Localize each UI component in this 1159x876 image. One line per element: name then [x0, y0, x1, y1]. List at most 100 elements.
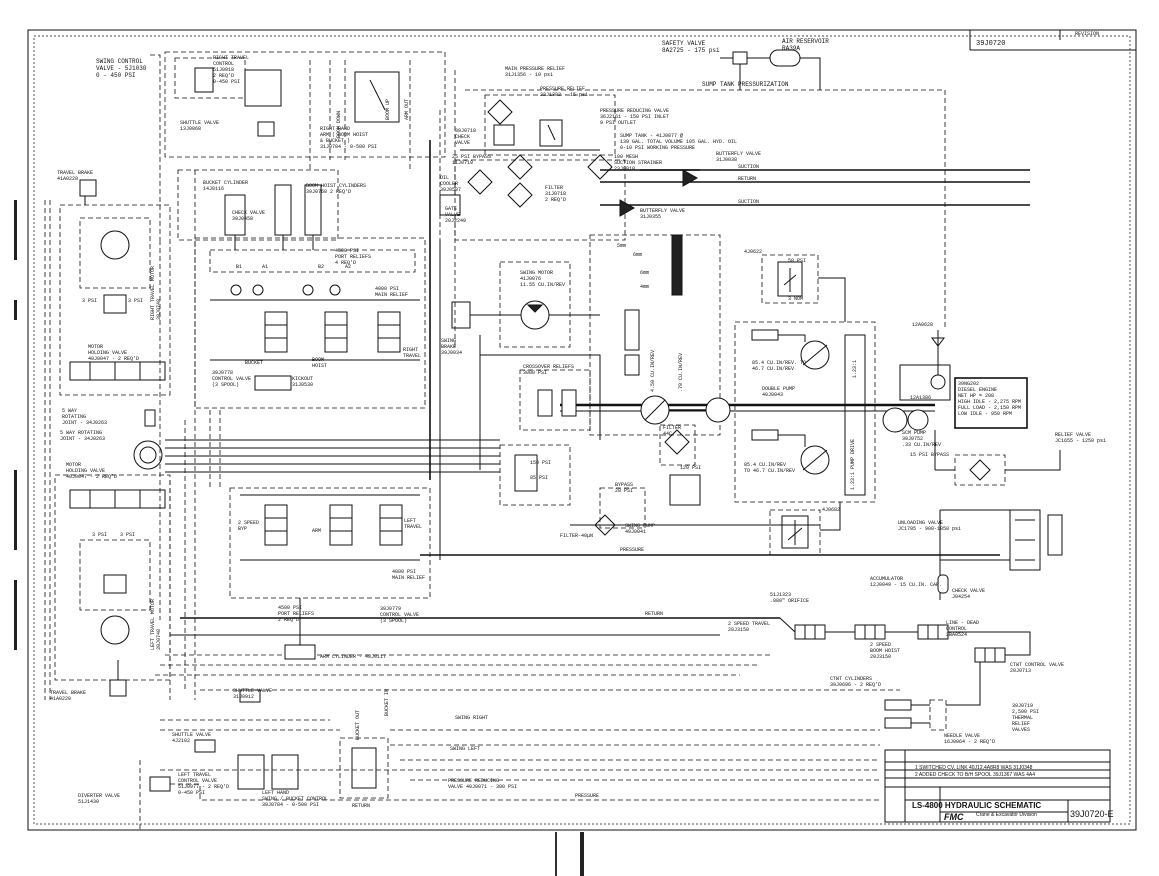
label-diesel-engine: 39NG202 DIESEL ENGINE NET HP = 208 HIGH …	[958, 381, 1022, 417]
label-psi-120: 120 PSI	[680, 465, 702, 471]
scan-edge-marks	[14, 200, 584, 876]
label-main-relief-top: 4000 PSI MAIN RELIEF	[375, 286, 409, 298]
label-valve-12a1386: 12A1386	[910, 395, 932, 401]
label-boom-down: BOOM DOWN	[336, 110, 342, 138]
label-double-pump: DOUBLE PUMP 40J0043	[762, 386, 796, 398]
label-arm: ARM	[312, 528, 322, 534]
shuttle-valve-bot-icon	[239, 689, 261, 703]
top-pilot-group	[150, 51, 446, 240]
label-psi-150: 150 PSI	[530, 460, 552, 466]
label-sump-tank: SUMP TANK - 41J0877 @ 139 GAL. TOTAL VOL…	[620, 133, 738, 151]
right-travel-spool-icon	[377, 311, 401, 353]
label-psi-3c: 3 PSI	[92, 532, 108, 538]
label-two-speed-boom: 2 SPEED BOOM HOIST 20J3150	[870, 642, 901, 660]
two-speed-spool-icon	[264, 504, 288, 546]
label-right-travel-spool: RIGHT TRAVEL	[403, 347, 422, 359]
label-pressure-2: PRESSURE	[575, 793, 600, 799]
label-swing-motor: SWING MOTOR 41J0076 11.55 CU.IN/REV	[520, 270, 566, 288]
diverter-valve-icon	[149, 776, 171, 792]
label-travel-brake-top: TRAVEL BRAKE 41A0220	[57, 170, 94, 182]
label-butterfly-valve-2: BUTTERFLY VALVE 31J0355	[640, 208, 686, 220]
label-rotating-joint: 5 WAY ROTATING JOINT - 34J0263	[60, 430, 106, 442]
label-pump-4-50: 4.50 CU.IN/REV	[650, 349, 656, 392]
label-arm-out: ARM OUT	[404, 98, 410, 120]
label-a2: A2	[345, 264, 352, 270]
label-filter-bot: FILTER-40μN	[560, 533, 594, 539]
revision-2: 2 ADDED CHECK TO B/H SPOOL 39J1367 WAS 4…	[915, 772, 1036, 778]
label-pressure-reducing-top: PRESSURE REDUCING VALVE 36J2161 - 150 PS…	[600, 108, 670, 126]
label-pressure-1: PRESSURE	[620, 547, 645, 553]
label-swing-left: SWING LEFT	[450, 746, 481, 752]
label-return-2: RETURN	[645, 611, 664, 617]
label-pressure-reducing-bot: PRESSURE REDUCING VALVE 40J0071 - 300 PS…	[448, 778, 518, 790]
label-mm-4: 4mm	[640, 284, 650, 290]
label-mm-6b: 6mm	[640, 270, 650, 276]
inner-frame	[33, 35, 1131, 825]
travel-brake-bot-icon	[109, 679, 127, 697]
label-filter-44c: FILTER 44C	[663, 425, 682, 437]
label-control-valve-bot: 39J0779 CONTROL VALVE (3 SPOOL)	[380, 606, 420, 624]
label-crossover-reliefs: CROSSOVER RELIEFS 3000 PSI	[523, 364, 575, 376]
label-pump-78: .78 CU.IN/REV	[678, 352, 684, 392]
label-left-hand-arm: LEFT HAND SWING / BUCKET CONTROL 39J0784…	[262, 790, 329, 808]
label-relief-valve-right: RELIEF VALVE JC1655 - 1250 psi	[1055, 432, 1107, 444]
label-gate-valve: GATE VALVE 20J2249	[445, 206, 467, 224]
label-bypass-28: BYPASS 28 PSI	[615, 482, 634, 494]
label-return-3: RETURN	[352, 803, 371, 809]
label-bypass-15: 15 PSI BYPASS	[910, 452, 950, 458]
air-system	[465, 49, 946, 330]
label-swing-brake: SWING BRAKE 39J0034	[441, 338, 463, 356]
right-travel-motor-icon	[100, 230, 130, 260]
label-psi-3b: 3 PSI	[128, 298, 144, 304]
label-left-travel-spool: LEFT TRAVEL	[404, 518, 423, 530]
right-relief-group	[934, 430, 1063, 600]
label-ctwt-cylinders: CTWT CYLINDERS 39J0696 - 2 REQ'D	[830, 676, 882, 688]
label-bucket-in: BUCKET IN	[384, 688, 390, 716]
label-left-travel-motor: LEFT TRAVEL MOTOR 39J0748	[150, 598, 162, 650]
accumulator-icon	[937, 574, 949, 594]
revision-1: 1 SWITCHED CV, LINK 40J12,4A8R8 WAS 31J0…	[915, 765, 1033, 771]
label-pump-top-disp: 85.4 CU.IN/REV. TO 46.7 CU.IN/REV	[752, 360, 807, 372]
label-bucket-cylinder: BUCKET CYLINDER 14J0116	[203, 180, 249, 192]
label-ratio-1: 1.23:1	[852, 359, 858, 378]
label-swing-right: SWING RIGHT	[455, 715, 489, 721]
label-swing-pump: SWING PUMP 40J0041	[625, 523, 656, 535]
double-pump-group	[734, 321, 876, 503]
travel-motor-group	[44, 179, 500, 700]
label-main-pressure-relief: MAIN PRESSURE RELIEF 31J1356 - 10 psi	[505, 66, 566, 78]
drawing-title: LS-4800 HYDRAULIC SCHEMATIC	[912, 801, 1042, 810]
label-left-travel-control: LEFT TRAVEL CONTROL VALVE 51J0977 - 2 RE…	[178, 772, 230, 796]
diesel-engine-box	[954, 377, 1028, 429]
label-boom-up: BOOM UP	[385, 98, 391, 120]
label-pump-drive: 1.23:1 PUMP DRIVE	[850, 438, 856, 490]
label-arm-cylinder: ARM CYLINDER - 40J0117	[320, 654, 387, 660]
motor-holding-valve-top-icon	[69, 361, 166, 381]
upper-control-valve-group	[177, 169, 426, 409]
scm-pump-icon	[882, 407, 908, 433]
label-suction-strainer: 100 MESH SUCTION STRAINER 23J0010	[614, 154, 663, 172]
label-nom-3: 3 NOM	[788, 296, 804, 302]
label-valve-4j0682: 4J0682	[822, 507, 841, 513]
lower-pilot-group	[139, 689, 880, 830]
label-oil-cooler: OIL COOLER 39J0597	[440, 175, 462, 193]
label-shuttle-valve-left: SHUTTLE VALVE 4J2102	[172, 732, 212, 744]
label-accumulator: ACCUMULATOR 12J0049 - 15 CU.IN. CAP.	[870, 576, 943, 588]
drawing-number-top: 39J0720	[976, 40, 1006, 48]
arm-spool-icon	[329, 504, 353, 546]
company-logo: FMC	[944, 812, 964, 822]
label-butterfly-valve-1: BUTTERFLY VALVE 31J0038	[716, 151, 762, 163]
label-valve-12a0628: 12A0628	[912, 322, 934, 328]
label-main-relief-bot: 4000 PSI MAIN RELIEF	[392, 569, 426, 581]
arm-cylinder-icon	[284, 644, 316, 660]
label-boom-hoist-cylinders: BOOM HOIST CYLINDERS 39J0768 2 REQ'D	[306, 183, 367, 195]
label-pressure-relief: PRESSURE RELIEF 22J1382 - 15 psi	[540, 86, 589, 98]
label-control-valve-top: 39J0778 CONTROL VALVE (3 SPOOL)	[212, 370, 252, 388]
label-right-travel-control: RIGHT TRAVEL CONTROL 51J0918 2 REQ'D 0-4…	[213, 55, 250, 85]
label-suction-2: SUCTION	[738, 199, 760, 205]
label-check-valve-mid: CHECK VALVE 39J0458	[232, 210, 266, 222]
motor-holding-valve-bot-icon	[69, 489, 166, 509]
label-psi-3d: 3 PSI	[120, 532, 136, 538]
label-travel-brake-bot: TRAVEL BRAKE 41A0220	[50, 690, 87, 702]
label-rotating-joint-2: 5 WAY ROTATING JOINT - 34J0263	[62, 408, 108, 426]
